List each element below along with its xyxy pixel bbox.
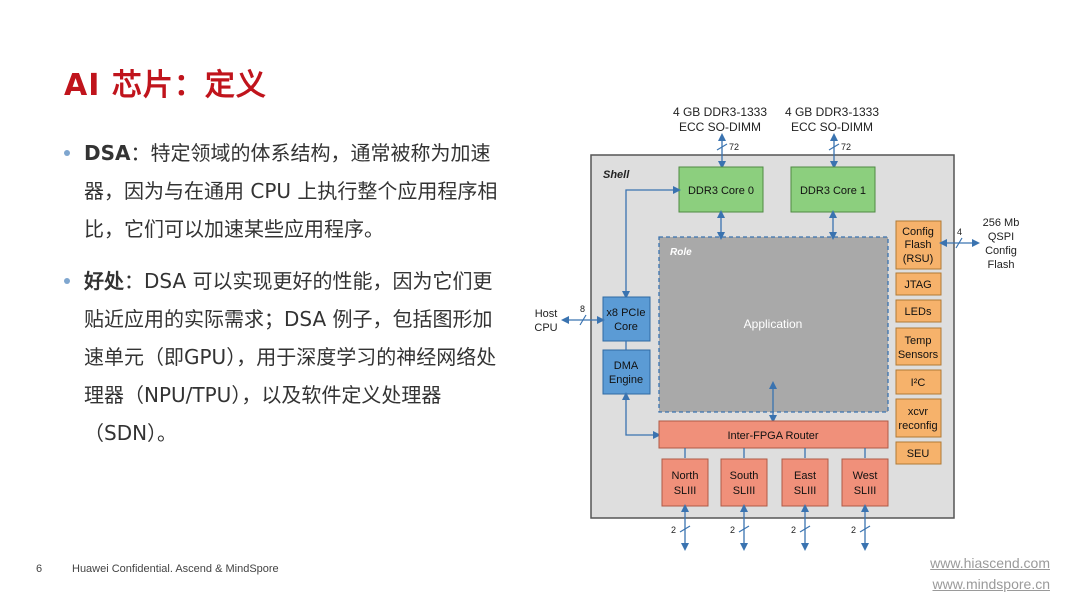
north-bus-width: 2 [671,525,676,535]
config-flash-line1: Config [902,226,934,238]
bullet-dsa: DSA：特定领域的体系结构，通常被称为加速器，因为与在通用 CPU 上执行整个应… [62,134,502,248]
south-label-line2: SLIII [733,485,756,497]
east-sliii-box [781,458,829,507]
jtag-box [895,272,942,296]
north-label-line2: SLIII [674,485,697,497]
xcvr-reconfig-box [895,398,942,438]
mem1-label-line2: ECC SO-DIMM [791,120,873,134]
bullet-dot [64,150,70,156]
ddr3-core1-box [790,166,876,213]
north-bus-tick [679,525,691,533]
inter-fpga-router-box [658,420,889,449]
host-label-line1: Host [535,308,558,320]
host-label-line2: CPU [534,322,557,334]
qspi-bus-tick [955,237,963,249]
north-sliii-box [661,458,709,507]
west-label-line1: West [853,470,878,482]
temp-label-line1: Temp [905,335,932,347]
west-label-line2: SLIII [854,485,877,497]
router-label: Inter-FPGA Router [727,430,818,442]
bullet-term: DSA [84,141,131,165]
shell-label: Shell [603,169,630,181]
seu-box [895,441,942,465]
mem0-label-line2: ECC SO-DIMM [679,120,761,134]
ddr3-core0-label: DDR3 Core 0 [688,185,754,197]
mem1-label-line1: 4 GB DDR3-1333 [785,105,879,119]
qspi-label-line1: 256 Mb [983,217,1020,229]
east-label-line1: East [794,470,816,482]
qspi-label-line4: Flash [988,259,1015,271]
fpga-architecture-diagram: 4 GB DDR3-1333 ECC SO-DIMM 4 GB DDR3-133… [534,105,1020,551]
config-flash-line2: Flash [905,239,932,251]
west-bus-tick [859,525,871,533]
i2c-box [895,369,942,395]
east-label-line2: SLIII [794,485,817,497]
south-sliii-box [720,458,768,507]
west-bus-width: 2 [851,525,856,535]
pcie-label-line2: Core [614,321,638,333]
mem0-bus-width: 72 [729,142,739,152]
dma-label-line1: DMA [614,360,639,372]
pcie-core-box [602,296,651,342]
hiascend-link[interactable]: www.hiascend.com [930,555,1050,571]
i2c-label: I²C [911,377,926,389]
leds-box [895,299,942,323]
bullet-text: ：特定领域的体系结构，通常被称为加速器，因为与在通用 CPU 上执行整个应用程序… [84,141,498,241]
mem0-bus-tick [716,143,728,151]
bullet-text: ：DSA 可以实现更好的性能，因为它们更贴近应用的实际需求；DSA 例子，包括图… [84,269,497,445]
mindspore-link[interactable]: www.mindspore.cn [932,576,1051,592]
qspi-label-line2: QSPI [988,231,1014,243]
west-sliii-box [841,458,889,507]
xcvr-label-line1: xcvr [908,406,929,418]
qspi-bus-width: 4 [957,227,962,237]
host-bus-tick [579,314,587,326]
page-title: AI 芯片：定义 [64,68,267,103]
pcie-label-line1: x8 PCIe [606,307,645,319]
footer-confidential: Huawei Confidential. Ascend & MindSpore [72,563,279,575]
mem1-bus-tick [828,143,840,151]
leds-label: LEDs [905,306,932,318]
east-bus-width: 2 [791,525,796,535]
east-bus-tick [799,525,811,533]
bullet-benefit: 好处：DSA 可以实现更好的性能，因为它们更贴近应用的实际需求；DSA 例子，包… [62,262,502,452]
config-flash-box [895,220,942,270]
qspi-label-line3: Config [985,245,1017,257]
north-label-line1: North [672,470,699,482]
mem0-label-line1: 4 GB DDR3-1333 [673,105,767,119]
dma-router-path [622,392,661,439]
bullet-list: DSA：特定领域的体系结构，通常被称为加速器，因为与在通用 CPU 上执行整个应… [62,134,502,452]
south-bus-tick [738,525,750,533]
dma-label-line2: Engine [609,374,643,386]
jtag-label: JTAG [904,279,931,291]
temp-label-line2: Sensors [898,349,939,361]
bullet-dot [64,278,70,284]
dma-engine-box [602,349,651,395]
role-label: Role [670,247,692,258]
xcvr-label-line2: reconfig [898,420,937,432]
config-flash-line3: (RSU) [903,253,934,265]
application-label: Application [744,317,803,331]
temp-sensors-box [895,327,942,366]
host-bus-width: 8 [580,304,585,314]
ddr3-core1-label: DDR3 Core 1 [800,185,866,197]
mem1-bus-width: 72 [841,142,851,152]
seu-label: SEU [907,448,930,460]
south-label-line1: South [730,470,759,482]
page-number: 6 [36,563,43,575]
pcie-ddr-path [622,186,681,299]
south-bus-width: 2 [730,525,735,535]
bullet-term: 好处 [84,269,124,293]
